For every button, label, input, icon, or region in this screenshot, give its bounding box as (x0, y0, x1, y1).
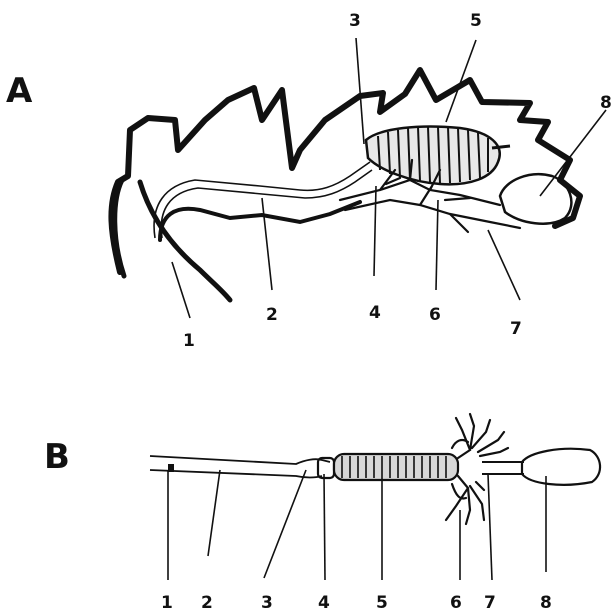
panel-b-label-6: 6 (450, 593, 462, 611)
panel-b-sac (522, 449, 600, 485)
panel-b-labels: 1 2 3 4 5 6 7 8 (161, 593, 552, 611)
panel-b-gland (334, 454, 458, 480)
panel-a-label-5: 5 (470, 11, 482, 31)
panel-a-sac (500, 174, 571, 223)
panel-b-letter: B (44, 437, 70, 477)
panel-a-label-1: 1 (183, 331, 195, 351)
panel-a-letter: A (6, 71, 33, 111)
panel-a-lower-wall (160, 202, 360, 240)
panel-b-label-7: 7 (484, 593, 496, 611)
panel-b-tube-tip (168, 464, 174, 472)
panel-b-label-4: 4 (318, 593, 330, 611)
panel-a-label-2: 2 (266, 305, 278, 325)
panel-b-label-8: 8 (540, 593, 552, 611)
panel-a-label-4: 4 (369, 303, 381, 323)
panel-a-label-7: 7 (510, 319, 522, 339)
panel-b-label-1: 1 (161, 593, 173, 611)
panel-b-duct (482, 462, 524, 474)
panel-b-leaders (168, 470, 546, 580)
panel-a-inner-contour (140, 182, 230, 300)
panel-b: B (44, 414, 600, 611)
panel-a-label-3: 3 (349, 11, 361, 31)
panel-a-labels: 1 2 3 4 5 6 7 8 (183, 11, 612, 351)
panel-b-label-3: 3 (261, 593, 273, 611)
panel-a: A (6, 11, 612, 351)
panel-b-label-5: 5 (376, 593, 388, 611)
panel-a-body-outline (111, 70, 580, 272)
panel-b-label-2: 2 (201, 593, 213, 611)
panel-a-label-8: 8 (600, 93, 612, 113)
panel-a-label-6: 6 (429, 305, 441, 325)
panel-b-tube (150, 456, 330, 478)
